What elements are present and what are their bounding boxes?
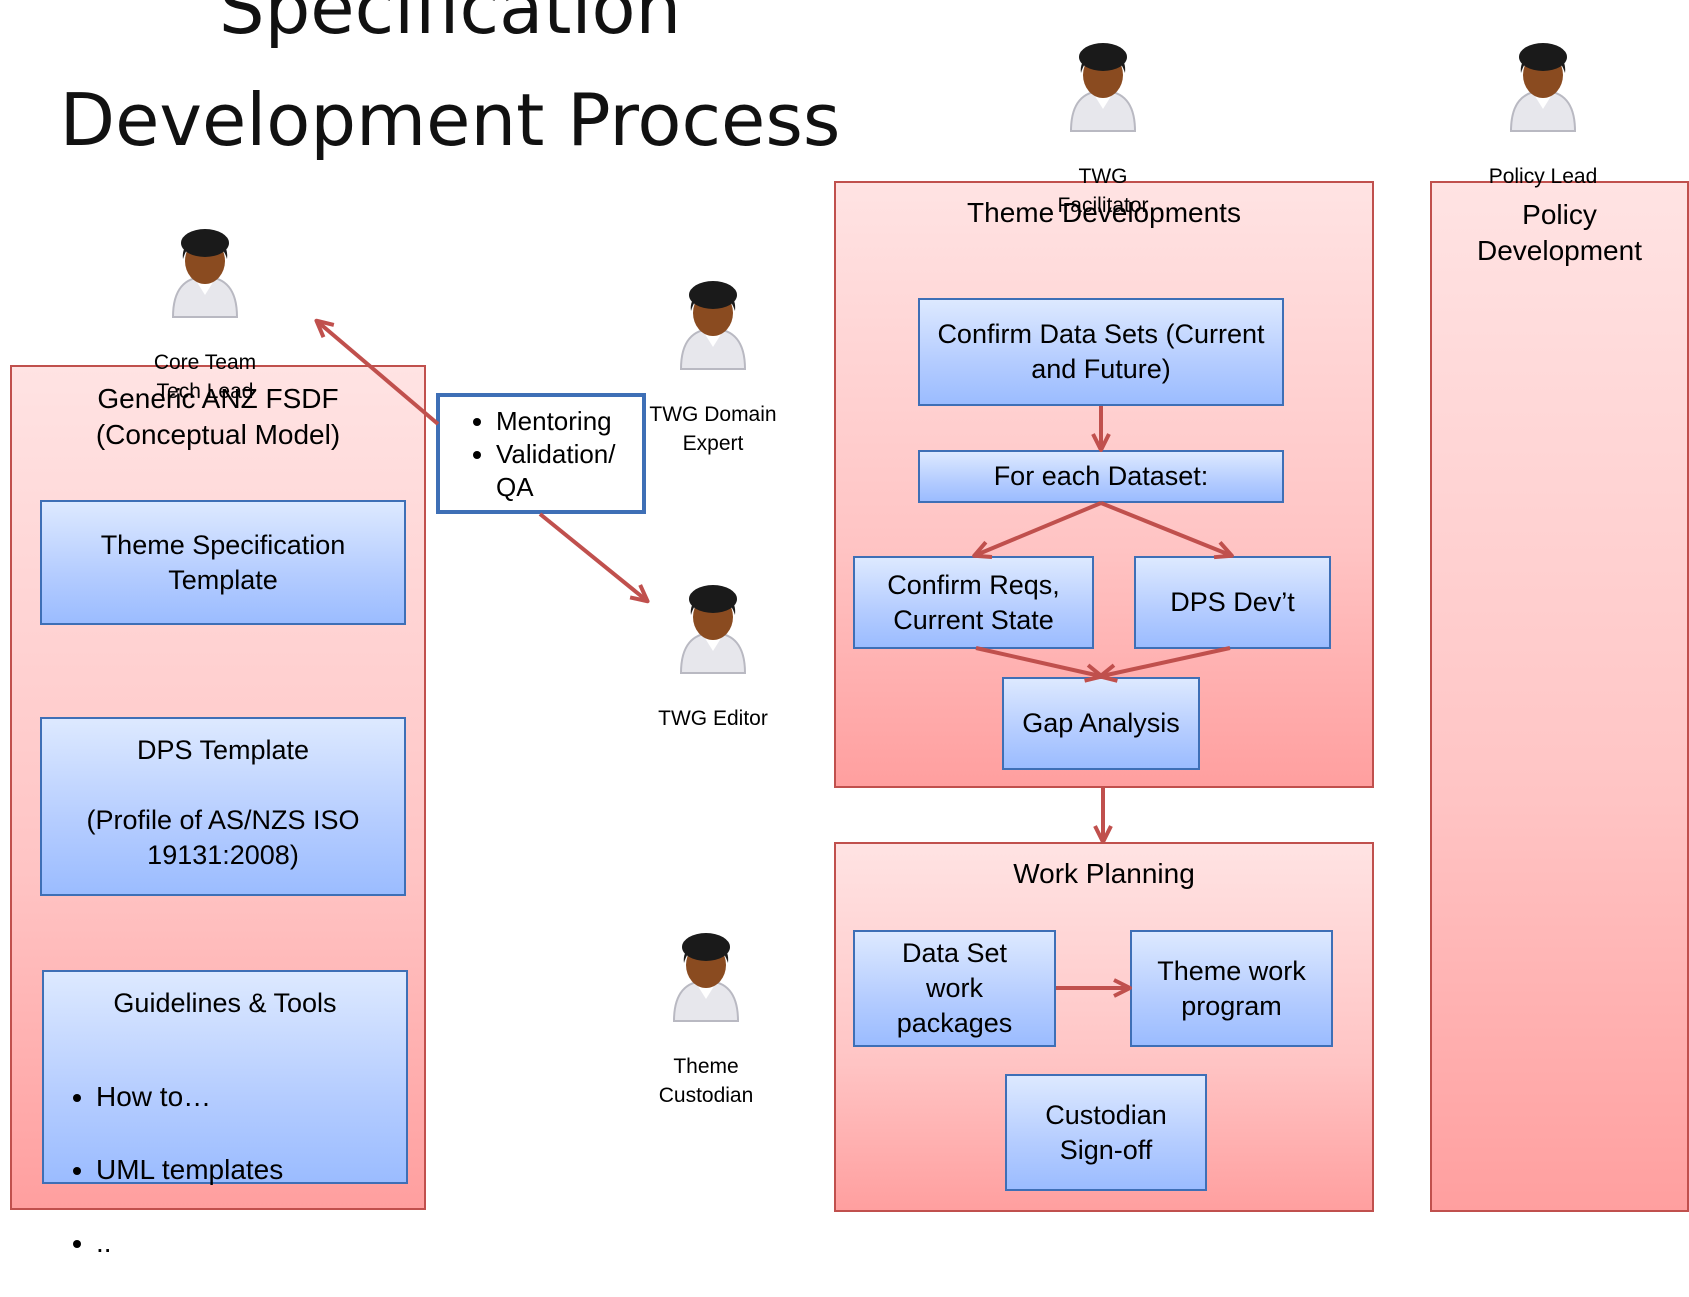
gap-analysis-box: Gap Analysis bbox=[1002, 677, 1200, 770]
person-icon bbox=[672, 933, 740, 1022]
person-icon bbox=[1509, 43, 1577, 132]
person-twg-editor: TWG Editor bbox=[638, 550, 788, 733]
mentoring-callout: Mentoring Validation/ QA bbox=[436, 393, 646, 514]
person-policy-lead: Policy Lead bbox=[1463, 8, 1623, 191]
dps-devt-box: DPS Dev’t bbox=[1134, 556, 1331, 649]
arrow-confirm-reqs-to-gap bbox=[975, 646, 1104, 683]
guidelines-item-ellipsis: .. bbox=[96, 1224, 406, 1262]
data-set-work-packages-box: Data Set work packages bbox=[853, 930, 1056, 1047]
twg-editor-label: TWG Editor bbox=[658, 707, 768, 730]
policy-development-title: Policy Development bbox=[1477, 199, 1642, 266]
dps-template-box: DPS Template (Profile of AS/NZS ISO 1913… bbox=[40, 717, 406, 896]
arrow-callout-to-twg-editor bbox=[538, 512, 650, 604]
person-icon bbox=[171, 229, 239, 318]
callout-item-mentoring: Mentoring bbox=[496, 405, 642, 438]
guidelines-tools-title: Guidelines & Tools bbox=[113, 988, 337, 1018]
work-planning-title: Work Planning bbox=[1013, 858, 1195, 889]
person-icon bbox=[1069, 43, 1137, 132]
person-icon bbox=[679, 281, 747, 370]
core-team-label: Core Team Tech Lead bbox=[153, 351, 257, 403]
title-line-1: Specification bbox=[218, 0, 682, 50]
person-twg-facilitator: TWG Facilitator bbox=[1028, 8, 1178, 220]
arrow-foreach-to-dps-devt bbox=[1100, 501, 1234, 560]
arrow-callout-to-core-team bbox=[314, 318, 440, 426]
callout-item-validation: Validation/ QA bbox=[496, 438, 642, 504]
twg-domain-expert-label: TWG Domain Expert bbox=[649, 403, 777, 455]
guidelines-item-how-to: How to… bbox=[96, 1078, 406, 1116]
confirm-data-sets-box: Confirm Data Sets (Current and Future) bbox=[918, 298, 1284, 406]
connector-arrows bbox=[314, 318, 1234, 998]
theme-work-program-box: Theme work program bbox=[1130, 930, 1333, 1047]
policy-development-lane: Policy Development bbox=[1430, 181, 1689, 1212]
theme-specification-template-box: Theme Specification Template bbox=[40, 500, 406, 625]
callout-list: Mentoring Validation/ QA bbox=[440, 405, 642, 504]
arrow-foreach-to-confirm-reqs bbox=[972, 501, 1102, 560]
page-title: Specification Development Process bbox=[0, 0, 940, 176]
twg-facilitator-label: TWG Facilitator bbox=[1057, 165, 1149, 217]
policy-lead-label: Policy Lead bbox=[1488, 165, 1598, 188]
arrow-dps-devt-to-gap bbox=[1098, 646, 1231, 683]
custodian-signoff-box: Custodian Sign-off bbox=[1005, 1074, 1207, 1191]
person-twg-domain-expert: TWG Domain Expert bbox=[638, 246, 788, 458]
guidelines-item-uml-templates: UML templates bbox=[96, 1151, 406, 1189]
person-icon bbox=[679, 585, 747, 674]
theme-developments-title: Theme Developments bbox=[967, 197, 1241, 228]
title-line-2: Development Process bbox=[59, 78, 841, 162]
for-each-dataset-box: For each Dataset: bbox=[918, 450, 1284, 503]
person-core-team-tech-lead: Core Team Tech Lead bbox=[130, 194, 280, 406]
person-theme-custodian: Theme Custodian bbox=[631, 898, 781, 1110]
confirm-reqs-box: Confirm Reqs, Current State bbox=[853, 556, 1094, 649]
theme-custodian-label: Theme Custodian bbox=[658, 1055, 754, 1107]
generic-fsdf-title: Generic ANZ FSDF (Conceptual Model) bbox=[95, 383, 341, 450]
